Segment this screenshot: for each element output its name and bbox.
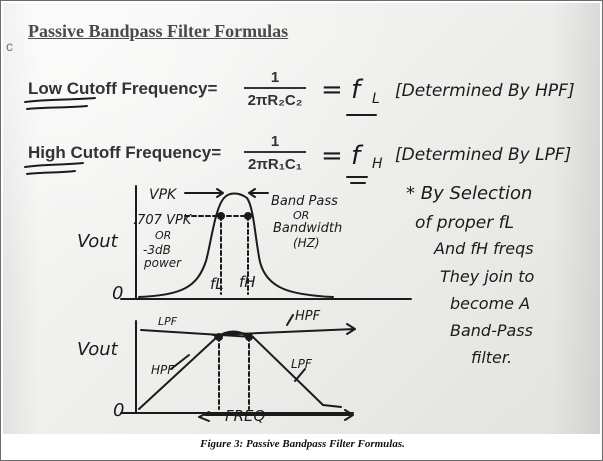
vpk-right-arrow: [248, 188, 269, 198]
vpk707-label: .707 VPK: [133, 213, 192, 228]
low-formula-denominator: 2πR₂C₂: [247, 92, 303, 109]
note-line-7: filter.: [471, 348, 513, 367]
low-label-underline: [24, 97, 96, 103]
zero-top-label: 0: [112, 283, 124, 304]
bandpass-label: Band Pass: [271, 194, 338, 209]
hpf-curve: [138, 330, 246, 410]
high-label-underline-2: [26, 170, 76, 175]
power-label: power: [144, 256, 182, 270]
note-line-4: They join to: [440, 267, 535, 286]
hpf-top-label: HPF: [295, 309, 321, 324]
hand-drawn-sketches: [24, 97, 412, 422]
lpf-pointer: [294, 368, 306, 382]
eq-low: = f: [321, 75, 361, 105]
high-cutoff-formula: 1 2πR₁C₁: [244, 133, 306, 173]
high-formula-denominator: 2πR₁C₁: [248, 156, 302, 173]
low-formula-bar: [244, 87, 306, 89]
bandwidth-label: Bandwidth: [273, 221, 343, 236]
freq-left-arrow: [198, 411, 210, 422]
high-cutoff-label: High Cutoff Frequency=: [28, 143, 222, 162]
lpf-top-label: LPF: [158, 315, 178, 328]
note-line-2: of proper fL: [415, 213, 515, 233]
margin-mark: c: [6, 38, 13, 54]
note-line-1: * By Selection: [406, 183, 533, 204]
low-formula-numerator: 1: [270, 69, 280, 86]
notebook-photo: c Passive Bandpass Filter Formulas Low C…: [3, 3, 600, 434]
vpk-top-arrow: [184, 188, 224, 198]
hpf-flat-line: [212, 323, 356, 336]
hpf-top-tick: [286, 314, 294, 326]
lpf-flat-line: [140, 329, 254, 338]
hpf-pointer: [170, 354, 190, 370]
or2-label: OR: [293, 209, 310, 222]
sub-low: L: [372, 91, 380, 107]
or-label: OR: [155, 229, 172, 242]
freq-arrow: [204, 409, 354, 421]
vpk-label: VPK: [149, 187, 177, 203]
high-label-underline: [24, 162, 84, 168]
vout-top-label: Vout: [77, 231, 118, 252]
note-low: [Determined By HPF]: [395, 81, 575, 101]
eq-high: = f: [321, 141, 361, 171]
high-formula-bar: [244, 151, 306, 153]
hz-label: (HZ): [293, 236, 320, 250]
vout-bottom-label: Vout: [77, 339, 118, 360]
hpf-left-label: HPF: [151, 363, 175, 377]
zero-bottom-label: 0: [113, 400, 125, 421]
low-cutoff-label: Low Cutoff Frequency=: [28, 79, 218, 98]
bandpass-curve: [138, 192, 334, 298]
minus3db-label: -3dB: [143, 243, 171, 257]
fh-underline: [346, 176, 368, 184]
figure-caption: Figure 3: Passive Bandpass Filter Formul…: [200, 438, 405, 450]
note-line-5: become A: [450, 294, 531, 313]
note-line-6: Band-Pass: [450, 321, 533, 340]
page-heading: Passive Bandpass Filter Formulas: [28, 21, 289, 41]
note-high: [Determined By LPF]: [395, 145, 572, 165]
lpf-right-label: LPF: [291, 357, 312, 371]
low-label-underline-2: [26, 105, 88, 110]
low-cutoff-formula: 1 2πR₂C₂: [244, 69, 306, 109]
note-line-3: And fH freqs: [434, 239, 534, 258]
sub-high: H: [372, 156, 383, 172]
high-formula-numerator: 1: [270, 133, 280, 150]
lpf-curve: [214, 331, 342, 408]
